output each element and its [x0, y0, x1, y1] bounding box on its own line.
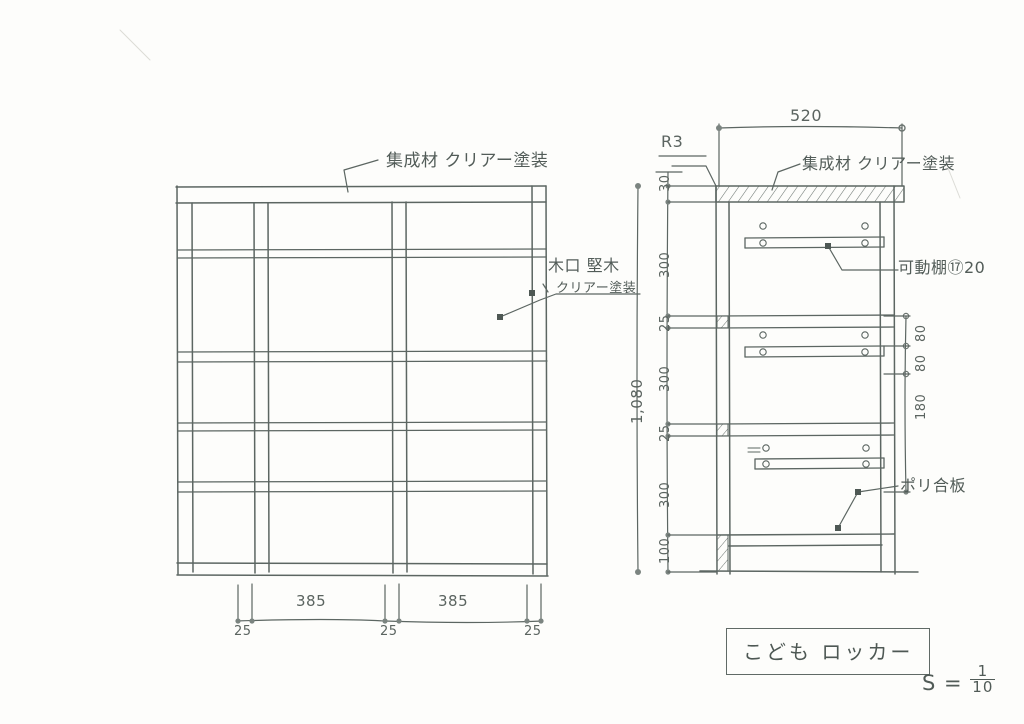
elevation-top-leader — [343, 159, 379, 193]
section-shelf-note-leader — [825, 243, 899, 271]
elevation-edge-note-line1: 木口 堅木 — [548, 256, 620, 275]
section-top-slab — [715, 185, 905, 203]
section-panel-note-leader — [835, 485, 899, 531]
section-top-note-leader — [771, 163, 801, 191]
elevation-edge-note-line2: クリアー塗装 — [556, 281, 637, 296]
elevation-dim-bay-right: 385 — [438, 592, 469, 610]
elevation-carcass — [175, 185, 549, 577]
elevation-dimension-line — [235, 583, 544, 624]
elevation-dim-thickness-mid: 25 — [380, 624, 398, 639]
section-width-label: 520 — [790, 106, 823, 125]
section-pin-dim-80-lower: 80 — [914, 354, 929, 372]
section-pin-dim-80-upper: 80 — [914, 324, 929, 342]
section-chain-300-upper: 300 — [658, 251, 673, 278]
section-shelf-note: 可動棚⑰20 — [898, 258, 986, 277]
section-overall-height-label: 1,080 — [628, 378, 646, 424]
scale-numerator: 1 — [970, 664, 996, 680]
section-overall-dimension — [635, 183, 641, 575]
scale-note: S = 1 10 — [922, 664, 996, 696]
scale-denominator: 10 — [972, 678, 994, 696]
elevation-dim-thickness-right: 25 — [524, 624, 542, 639]
section-chain-300-lower: 300 — [658, 481, 673, 508]
title-block: こども ロッカー — [726, 628, 931, 675]
section-shelf-pin-holes — [747, 222, 870, 468]
section-base — [716, 533, 895, 572]
section-chain-300-middle: 300 — [658, 365, 673, 392]
section-panel-note: ポリ合板 — [900, 476, 967, 495]
elevation-edge-leader — [497, 283, 641, 320]
section-shelf-end-blocks — [716, 315, 729, 437]
elevation-top-note: 集成材 クリアー塗装 — [386, 151, 549, 171]
elevation-dim-bay-left: 385 — [296, 592, 327, 610]
scale-fraction: 1 10 — [970, 664, 996, 696]
scale-label: S = — [922, 671, 963, 695]
elevation-shelves — [177, 248, 548, 493]
section-carcass — [699, 185, 919, 575]
section-width-dimension — [716, 123, 906, 187]
section-chain-25-upper: 25 — [658, 314, 673, 332]
section-fixed-shelves — [716, 314, 895, 437]
section-radius-label: R3 — [661, 132, 684, 151]
elevation-dim-thickness-left: 25 — [234, 624, 252, 639]
section-height-chain — [655, 171, 717, 575]
section-radius-leader — [658, 155, 717, 187]
section-top-note: 集成材 クリアー塗装 — [802, 154, 956, 173]
section-pin-dim-180: 180 — [914, 393, 929, 420]
section-chain-30: 30 — [658, 174, 673, 192]
section-pin-dimension — [883, 312, 911, 495]
section-chain-25-lower: 25 — [658, 424, 673, 442]
section-adjustable-shelves — [744, 236, 885, 470]
section-chain-100: 100 — [658, 537, 673, 564]
